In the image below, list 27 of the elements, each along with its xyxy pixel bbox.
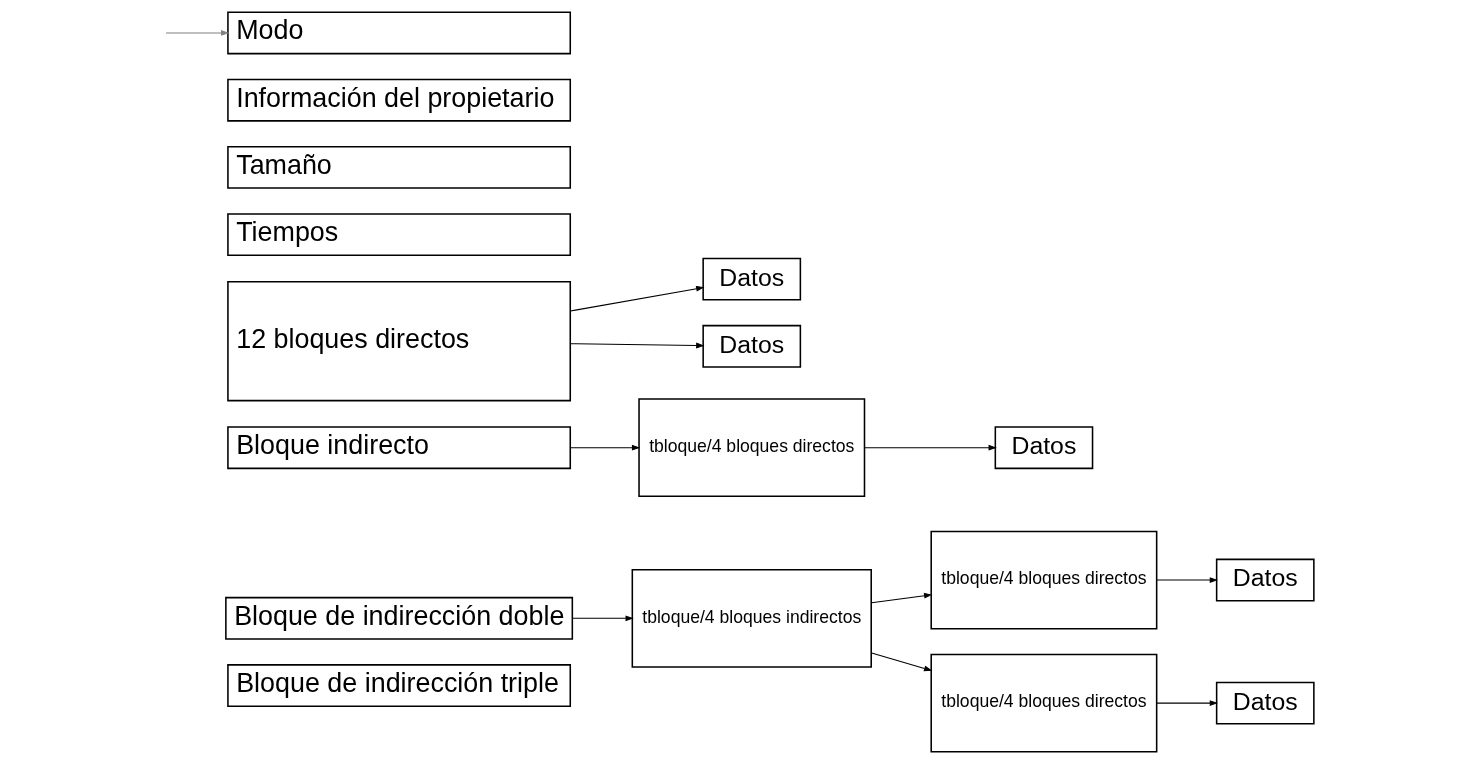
node-box: 12 bloques directos [226,280,571,402]
node-box: Datos [1215,681,1315,725]
arrow [165,30,229,36]
node-box: Datos [994,426,1093,470]
node-box: Datos [1215,558,1315,602]
node-box: Modo [226,11,571,55]
node-box: tbloque/4 bloques indirectos [631,568,872,668]
node-box: Datos [701,324,801,368]
node-box: Bloque de indirección doble [224,596,573,640]
node-box: Bloque de indirección triple [226,664,571,707]
node-box: Tamaño [226,145,571,189]
node-box: Información del propietario [226,78,571,122]
arrow [571,615,634,622]
node-box: Datos [701,257,801,301]
node-box: Bloque indirecto [226,426,571,470]
arrow [569,444,640,451]
node-box: tbloque/4 bloques directos [929,653,1157,753]
arrow [1155,577,1218,583]
arrow [1155,700,1218,707]
node-box: tbloque/4 bloques directos [929,530,1157,630]
node-box: tbloque/4 bloques directos [637,398,865,498]
node-box: Tiempos [226,213,571,257]
arrow [863,444,997,451]
arrow [569,342,704,349]
arrow [870,592,932,604]
arrow [569,285,704,312]
arrow [870,652,932,672]
